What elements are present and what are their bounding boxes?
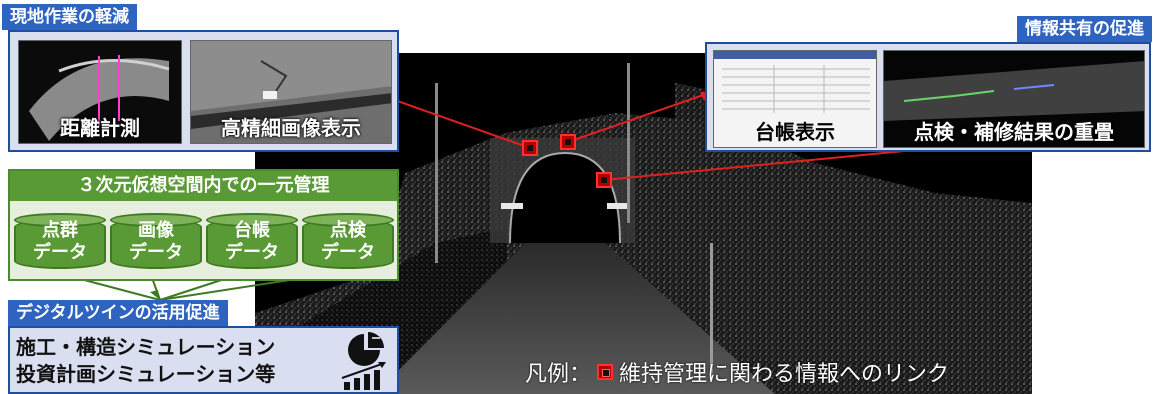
- link-marker-inner: [565, 139, 571, 145]
- high-res-image-thumbnail[interactable]: 高精細画像表示: [190, 40, 392, 144]
- digital-twin-title: デジタルツインの活用促進: [8, 300, 228, 326]
- distance-scan-image: [19, 41, 181, 143]
- inspection-overlay-thumbnail[interactable]: 点検・補修結果の重畳: [883, 50, 1145, 148]
- arrow-head-icon: [150, 290, 160, 300]
- database-sublabel: データ: [129, 242, 183, 263]
- field-work-panel: 距離計測 高精細画像表示: [8, 30, 399, 152]
- ledger-label: 台帳表示: [755, 120, 835, 144]
- database-sublabel: データ: [33, 242, 87, 263]
- database-sublabel: データ: [225, 242, 279, 263]
- pie-chart-icon: [348, 332, 384, 366]
- inspection-overlay-label: 点検・補修結果の重畳: [914, 120, 1114, 144]
- link-marker-inner: [601, 177, 607, 183]
- high-res-wall-image: [191, 41, 391, 143]
- database-cylinder-image[interactable]: 画像データ: [110, 213, 202, 273]
- link-line-to-ledger: [567, 91, 713, 143]
- digital-twin-block: 施工・構造シミュレーション 投資計画シミュレーション等: [8, 326, 399, 394]
- database-cylinder-icon: [14, 213, 106, 227]
- database-cylinder-icon: [206, 213, 298, 227]
- database-cylinder-ledger[interactable]: 台帳データ: [206, 213, 298, 273]
- high-res-image-label: 高精細画像表示: [221, 116, 361, 140]
- rising-bar-chart-icon: [341, 362, 386, 390]
- inspection-overlay-image: [884, 51, 1144, 147]
- info-sharing-panel: 台帳表示 点検・補修結果の重畳: [705, 42, 1151, 152]
- database-cylinder-inspection[interactable]: 点検データ: [302, 213, 394, 273]
- link-marker-icon: [597, 364, 614, 380]
- database-cylinder-icon: [110, 213, 202, 227]
- database-cylinder-point-cloud[interactable]: 点群データ: [14, 213, 106, 273]
- field-work-title: 現地作業の軽減: [2, 4, 137, 30]
- database-label: 点検: [330, 220, 366, 241]
- structural-simulation-text: 施工・構造シミュレーション: [16, 335, 276, 359]
- database-label: 点群: [42, 220, 78, 241]
- legend: 凡例： 維持管理に関わる情報へのリンク: [525, 355, 949, 389]
- legend-text: 維持管理に関わる情報へのリンク: [619, 362, 950, 387]
- database-label: 画像: [138, 220, 174, 241]
- unified-management-block: ３次元仮想空間内での一元管理 点群データ 画像データ 台帳データ 点検データ: [8, 169, 399, 281]
- database-label: 台帳: [234, 220, 270, 241]
- link-marker-inner: [527, 145, 533, 151]
- legend-prefix: 凡例：: [525, 362, 592, 387]
- analytics-icons: [341, 332, 386, 390]
- investment-simulation-text: 投資計画シミュレーション等: [16, 362, 276, 386]
- ledger-table-image: [714, 51, 876, 147]
- info-sharing-title: 情報共有の促進: [1017, 16, 1152, 42]
- distance-measurement-label: 距離計測: [60, 116, 140, 140]
- unified-management-title: ３次元仮想空間内での一元管理: [10, 171, 397, 201]
- database-sublabel: データ: [321, 242, 375, 263]
- ledger-thumbnail[interactable]: 台帳表示: [713, 50, 877, 148]
- database-cylinder-icon: [302, 213, 394, 227]
- distance-measurement-thumbnail[interactable]: 距離計測: [18, 40, 182, 144]
